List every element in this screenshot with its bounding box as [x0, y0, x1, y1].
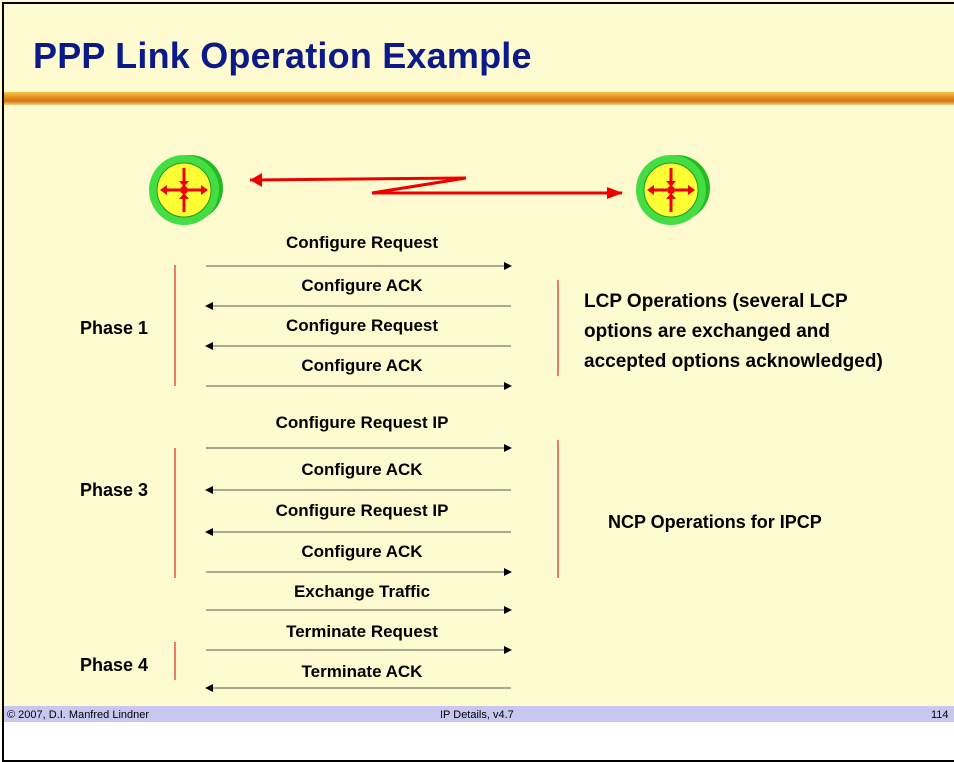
lcp-description-line: options are exchanged and — [584, 321, 830, 342]
router-icon-right — [634, 153, 712, 227]
message-label: Configure Request IP — [275, 413, 449, 432]
message-label: Terminate Request — [286, 622, 438, 641]
message-label: Terminate ACK — [301, 662, 423, 681]
lcp-description-line: accepted options acknowledged) — [584, 351, 883, 372]
phase-1-label: Phase 1 — [80, 318, 149, 338]
title-bar: PPP Link Operation Example — [3, 3, 954, 93]
ncp-description: NCP Operations for IPCP — [608, 512, 822, 532]
footer-page-number: 114 — [931, 709, 949, 721]
title-underline — [3, 92, 954, 105]
footer-copyright: © 2007, D.I. Manfred Lindner — [7, 709, 150, 721]
lcp-description-line: LCP Operations (several LCP — [584, 291, 848, 312]
phase-3-label: Phase 3 — [80, 480, 149, 500]
message-label: Configure Request — [285, 316, 439, 335]
serial-link — [249, 173, 623, 199]
message-arrows — [205, 262, 512, 692]
slide-title: PPP Link Operation Example — [33, 35, 532, 76]
message-label: Exchange Traffic — [293, 582, 431, 601]
message-label: Configure ACK — [301, 356, 423, 375]
message-label: Configure ACK — [301, 460, 423, 479]
footer-bar: © 2007, D.I. Manfred Lindner IP Details,… — [3, 706, 954, 722]
message-label: Configure Request IP — [275, 501, 449, 520]
phase-4-label: Phase 4 — [80, 655, 149, 675]
lcp-description: LCP Operations (several LCP options are … — [584, 287, 883, 377]
message-label: Configure ACK — [301, 276, 423, 295]
footer-course: IP Details, v4.7 — [440, 709, 514, 721]
message-label: Configure ACK — [301, 542, 423, 561]
message-label: Configure Request — [285, 233, 439, 252]
router-icon-left — [147, 153, 225, 227]
ppp-diagram — [147, 153, 712, 692]
